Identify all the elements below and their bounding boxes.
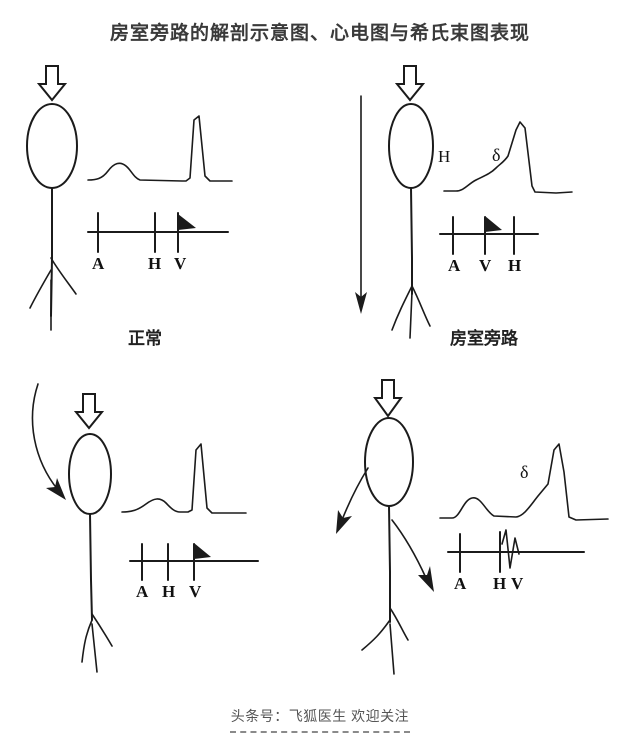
eg-marker-h: H <box>162 582 176 601</box>
accessory-pathway-right-arrow <box>391 519 434 592</box>
eg-marker-a: A <box>136 582 149 601</box>
his-bundle-annotation: H <box>438 147 451 166</box>
retrograde-curved-arrow <box>31 383 66 500</box>
footer-divider <box>230 731 410 733</box>
his-electrogram-bypass <box>439 216 539 255</box>
atrium-oval <box>26 103 78 189</box>
stimulus-down-arrow-icon <box>373 379 403 418</box>
panel-caption-bypass: 房室旁路 <box>450 329 518 348</box>
eg-marker-a: A <box>92 254 105 273</box>
eg-marker-h: H <box>148 254 162 273</box>
eg-marker-h: H <box>493 574 507 593</box>
delta-wave-annotation: δ <box>492 145 501 165</box>
footer-attribution: 头条号：飞狐医生 欢迎关注 <box>230 708 410 724</box>
panel-manifest: δ A H V <box>320 372 640 687</box>
panel-concealed: A H V <box>0 372 320 687</box>
page-title: 房室旁路的解剖示意图、心电图与希氏束图表现 <box>109 23 530 44</box>
accessory-pathway-left-arrow <box>336 467 369 534</box>
eg-marker-v: V <box>479 256 492 275</box>
ecg-trace-normal <box>87 115 233 182</box>
eg-marker-v: V <box>174 254 187 273</box>
eg-marker-v: V <box>511 574 524 593</box>
his-electrogram-normal <box>87 212 229 253</box>
panel-manifest-drawing <box>336 379 609 675</box>
atrium-oval <box>68 433 112 515</box>
ecg-trace-normal <box>121 443 247 514</box>
stimulus-down-arrow-icon <box>36 65 68 102</box>
stimulus-down-arrow-icon <box>394 65 426 102</box>
ecg-trace-delta <box>439 443 609 521</box>
panel-bypass: H δ A V H 房室旁路 <box>320 58 640 373</box>
purkinje-fibers <box>361 607 409 675</box>
delta-wave-annotation: δ <box>520 462 529 482</box>
atrium-oval <box>364 417 414 507</box>
panel-bypass-drawing <box>355 65 573 339</box>
panel-caption-normal: 正常 <box>128 329 162 348</box>
panel-normal: A H V 正常 <box>0 58 320 373</box>
his-bundle-trunk <box>388 505 391 623</box>
his-bundle-trunk <box>410 187 413 295</box>
his-electrogram-concealed <box>129 543 259 581</box>
stimulus-down-arrow-icon <box>73 393 105 430</box>
conduction-direction-arrow <box>355 95 367 314</box>
eg-marker-a: A <box>454 574 467 593</box>
his-bundle-trunk <box>89 513 93 621</box>
purkinje-fibers <box>391 285 431 339</box>
eg-marker-a: A <box>448 256 461 275</box>
his-electrogram-manifest <box>447 529 585 573</box>
eg-marker-h: H <box>508 256 522 275</box>
purkinje-fibers <box>29 257 77 331</box>
eg-marker-v: V <box>189 582 202 601</box>
purkinje-fibers <box>81 613 113 673</box>
panel-concealed-drawing <box>31 383 259 673</box>
ecg-trace-delta <box>443 121 573 194</box>
panel-normal-drawing <box>26 65 233 331</box>
atrium-oval <box>388 103 434 189</box>
